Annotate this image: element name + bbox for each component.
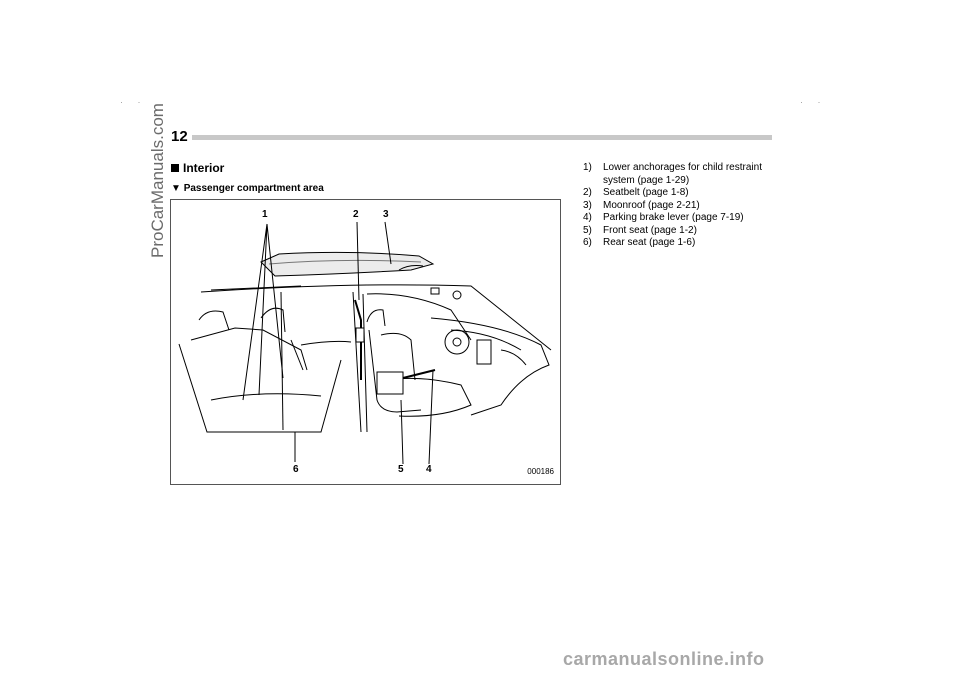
list-item: 5) Front seat (page 1-2) xyxy=(583,225,783,238)
list-item-text: Lower anchorages for child restraint sys… xyxy=(603,162,762,186)
watermark-bottom: carmanualsonline.info xyxy=(563,649,765,669)
list-item: 2) Seatbelt (page 1-8) xyxy=(583,187,783,200)
list-item-text: Front seat (page 1-2) xyxy=(603,224,697,236)
list-item: 1) Lower anchorages for child restraint s… xyxy=(583,162,783,187)
list-item: 4) Parking brake lever (page 7-19) xyxy=(583,212,783,225)
list-item-text: Rear seat (page 1-6) xyxy=(603,237,696,248)
list-item: 6) Rear seat (page 1-6) xyxy=(583,237,783,250)
square-bullet-icon xyxy=(171,164,179,172)
callout-3: 3 xyxy=(383,209,389,220)
callout-4: 4 xyxy=(426,464,432,475)
legend-list: 1) Lower anchorages for child restraint s… xyxy=(583,162,783,250)
header-rule xyxy=(192,135,772,140)
callout-1: 1 xyxy=(262,209,268,220)
crop-mark-right: · · xyxy=(800,97,827,107)
list-item-text: Parking brake lever (page 7-19) xyxy=(603,212,744,223)
list-item-number: 5) xyxy=(583,224,592,236)
list-item-number: 3) xyxy=(583,199,592,211)
page-number: 12 xyxy=(171,128,188,145)
list-item-text: Seatbelt (page 1-8) xyxy=(603,187,689,198)
list-item-number: 4) xyxy=(583,212,592,223)
crop-mark-left: · · xyxy=(120,97,147,107)
list-item-number: 6) xyxy=(583,237,592,248)
list-item-number: 1) xyxy=(583,162,592,173)
list-item-number: 2) xyxy=(583,187,592,198)
section-title-text: Interior xyxy=(183,161,225,175)
figure-code: 000186 xyxy=(527,467,554,476)
triangle-marker-icon: ▼ xyxy=(171,183,181,194)
callout-5: 5 xyxy=(398,464,404,475)
callout-6: 6 xyxy=(293,464,299,475)
callout-2: 2 xyxy=(353,209,359,220)
car-interior-drawing xyxy=(178,221,552,465)
list-item-text: Moonroof (page 2-21) xyxy=(603,199,700,211)
subsection-title-text: Passenger compartment area xyxy=(183,183,324,194)
list-item: 3) Moonroof (page 2-21) xyxy=(583,200,783,213)
interior-illustration: 1 2 3 4 5 6 000186 xyxy=(170,199,561,485)
watermark-side: ProCarManuals.com xyxy=(148,103,167,258)
subsection-title: ▼ Passenger compartment area xyxy=(171,183,324,194)
section-title: Interior xyxy=(171,161,224,175)
